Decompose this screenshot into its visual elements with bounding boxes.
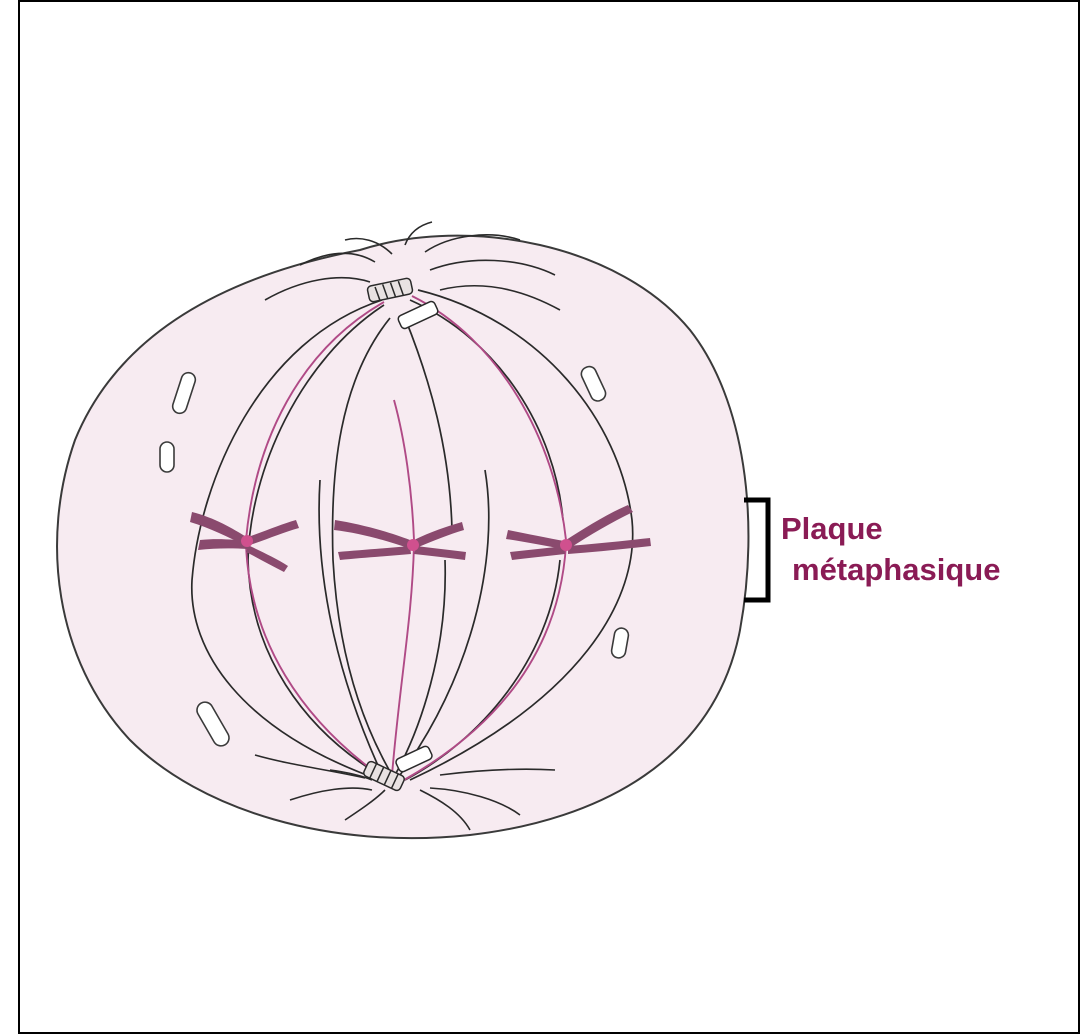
label-line-1: Plaque [781, 508, 1000, 549]
metaphase-plate-label: Plaque métaphasique [781, 508, 1000, 590]
organelle [160, 442, 174, 472]
label-line-2: métaphasique [781, 549, 1000, 590]
